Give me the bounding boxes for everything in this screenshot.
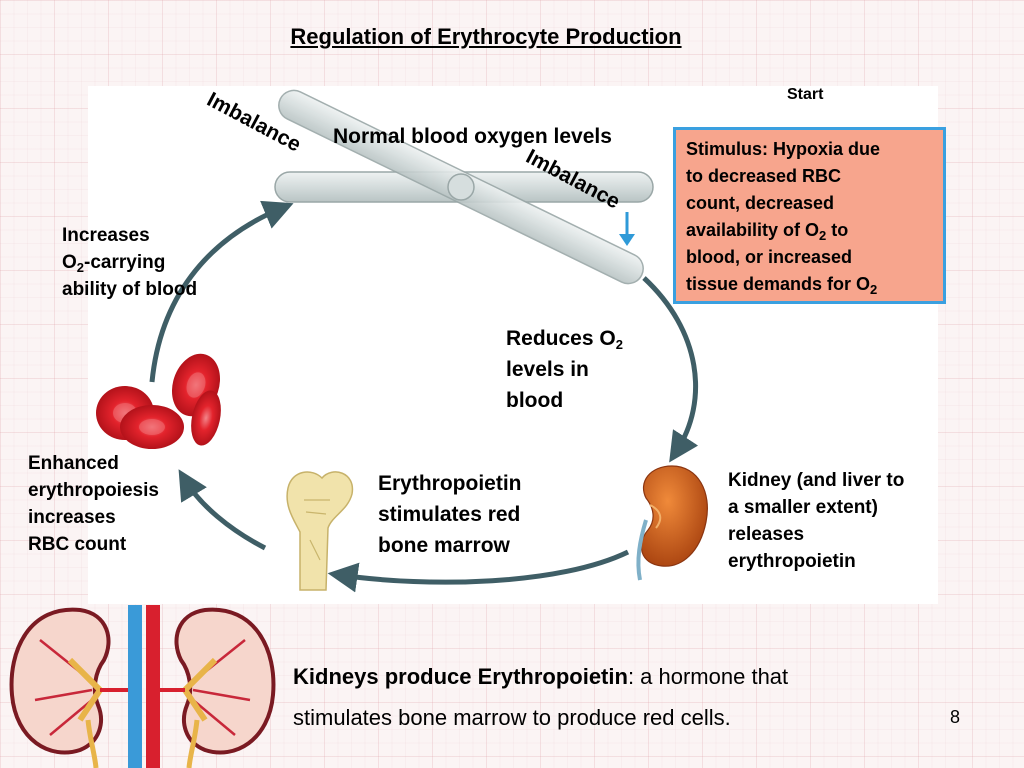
- kidney-icon: [636, 465, 708, 581]
- bottom-summary-text: Kidneys produce Erythropoietin: a hormon…: [293, 664, 789, 730]
- page-number: 8: [950, 707, 961, 727]
- stimulus-line: Stimulus: Hypoxia due: [686, 139, 881, 159]
- increases-capacity-label: Increases O2-carrying ability of blood: [62, 225, 198, 300]
- normal-oxygen-label: Normal blood oxygen levels: [333, 125, 612, 148]
- pivot-icon: [447, 173, 475, 201]
- stimulus-line: to decreased RBC: [686, 166, 842, 186]
- stimulus-line: blood, or increased: [686, 247, 853, 267]
- stimulus-line: availability of O2 to: [686, 220, 849, 243]
- bone-marrow-icon: [286, 471, 354, 591]
- start-label: Start: [787, 86, 824, 103]
- red-blood-cells-icon: [96, 353, 221, 449]
- cycle-arrow-upper-left: [149, 200, 294, 383]
- kidney-releases-label: Kidney (and liver to a smaller extent) r…: [728, 470, 905, 572]
- summary-bold: Kidneys produce Erythropoietin: [293, 664, 628, 689]
- enhanced-erythropoiesis-label: Enhanced erythropoiesis increases RBC co…: [28, 453, 159, 555]
- erythropoietin-stimulates-label: Erythropoietin stimulates red bone marro…: [378, 472, 522, 557]
- kidneys-anatomy-icon: [9, 605, 276, 768]
- reduces-oxygen-label: Reduces O2 levels in blood: [506, 327, 623, 412]
- cycle-arrow-lower-left: [178, 469, 267, 551]
- stimulus-line: count, decreased: [686, 193, 835, 213]
- start-arrow-icon: [619, 212, 635, 246]
- cycle-arrow-bottom: [327, 549, 630, 593]
- stimulus-box: Stimulus: Hypoxia due to decreased RBC c…: [673, 127, 946, 304]
- slide-title: Regulation of Erythrocyte Production: [290, 24, 682, 49]
- stimulus-line: tissue demands for O2: [686, 274, 878, 297]
- cycle-arrow-right: [642, 276, 699, 463]
